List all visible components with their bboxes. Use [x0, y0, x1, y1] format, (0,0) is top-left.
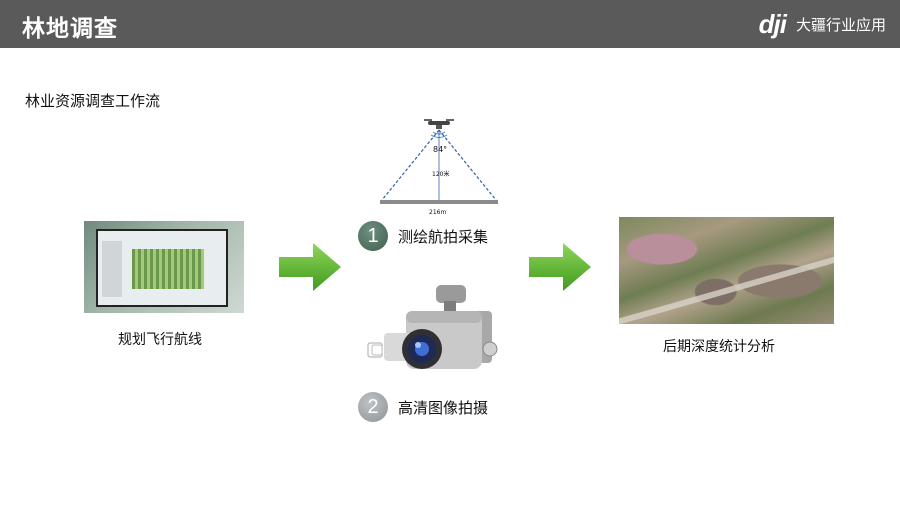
drone-survey-diagram: 84° 120米 216m: [380, 119, 498, 216]
view-angle-label: 84°: [433, 145, 447, 154]
workflow-title: 林业资源调查工作流: [25, 92, 161, 110]
flight-planning-image: [84, 221, 244, 313]
step-2-badge: 2: [358, 392, 388, 422]
valley-road: [619, 254, 834, 324]
brand: dji 大疆行业应用: [758, 8, 886, 39]
step-2-label: 高清图像拍摄: [398, 398, 489, 417]
brand-text: 大疆行业应用: [795, 15, 886, 34]
flight-route-map: [132, 249, 204, 289]
aerial-map-image: [619, 217, 834, 324]
step-2: 2 高清图像拍摄: [358, 392, 488, 422]
drone-icon: [424, 119, 454, 129]
header-bar: 林地调查 dji 大疆行业应用: [0, 0, 900, 48]
plan-caption: 规划飞行航线: [118, 332, 202, 348]
altitude-label: 120米: [432, 170, 449, 178]
step-1: 1 测绘航拍采集: [358, 221, 488, 251]
laptop-screen: [96, 229, 228, 307]
arrow-right-icon: [529, 243, 591, 291]
result-caption: 后期深度统计分析: [663, 339, 775, 355]
dji-logo: dji: [758, 8, 787, 39]
ground-width-label: 216m: [429, 209, 446, 216]
page-title: 林地调查: [22, 16, 118, 42]
app-side-panel: [102, 241, 122, 297]
arrow-right-icon: [279, 243, 341, 291]
step-1-badge: 1: [358, 221, 388, 251]
camera-icon: [367, 285, 498, 369]
step-1-label: 测绘航拍采集: [398, 227, 489, 246]
